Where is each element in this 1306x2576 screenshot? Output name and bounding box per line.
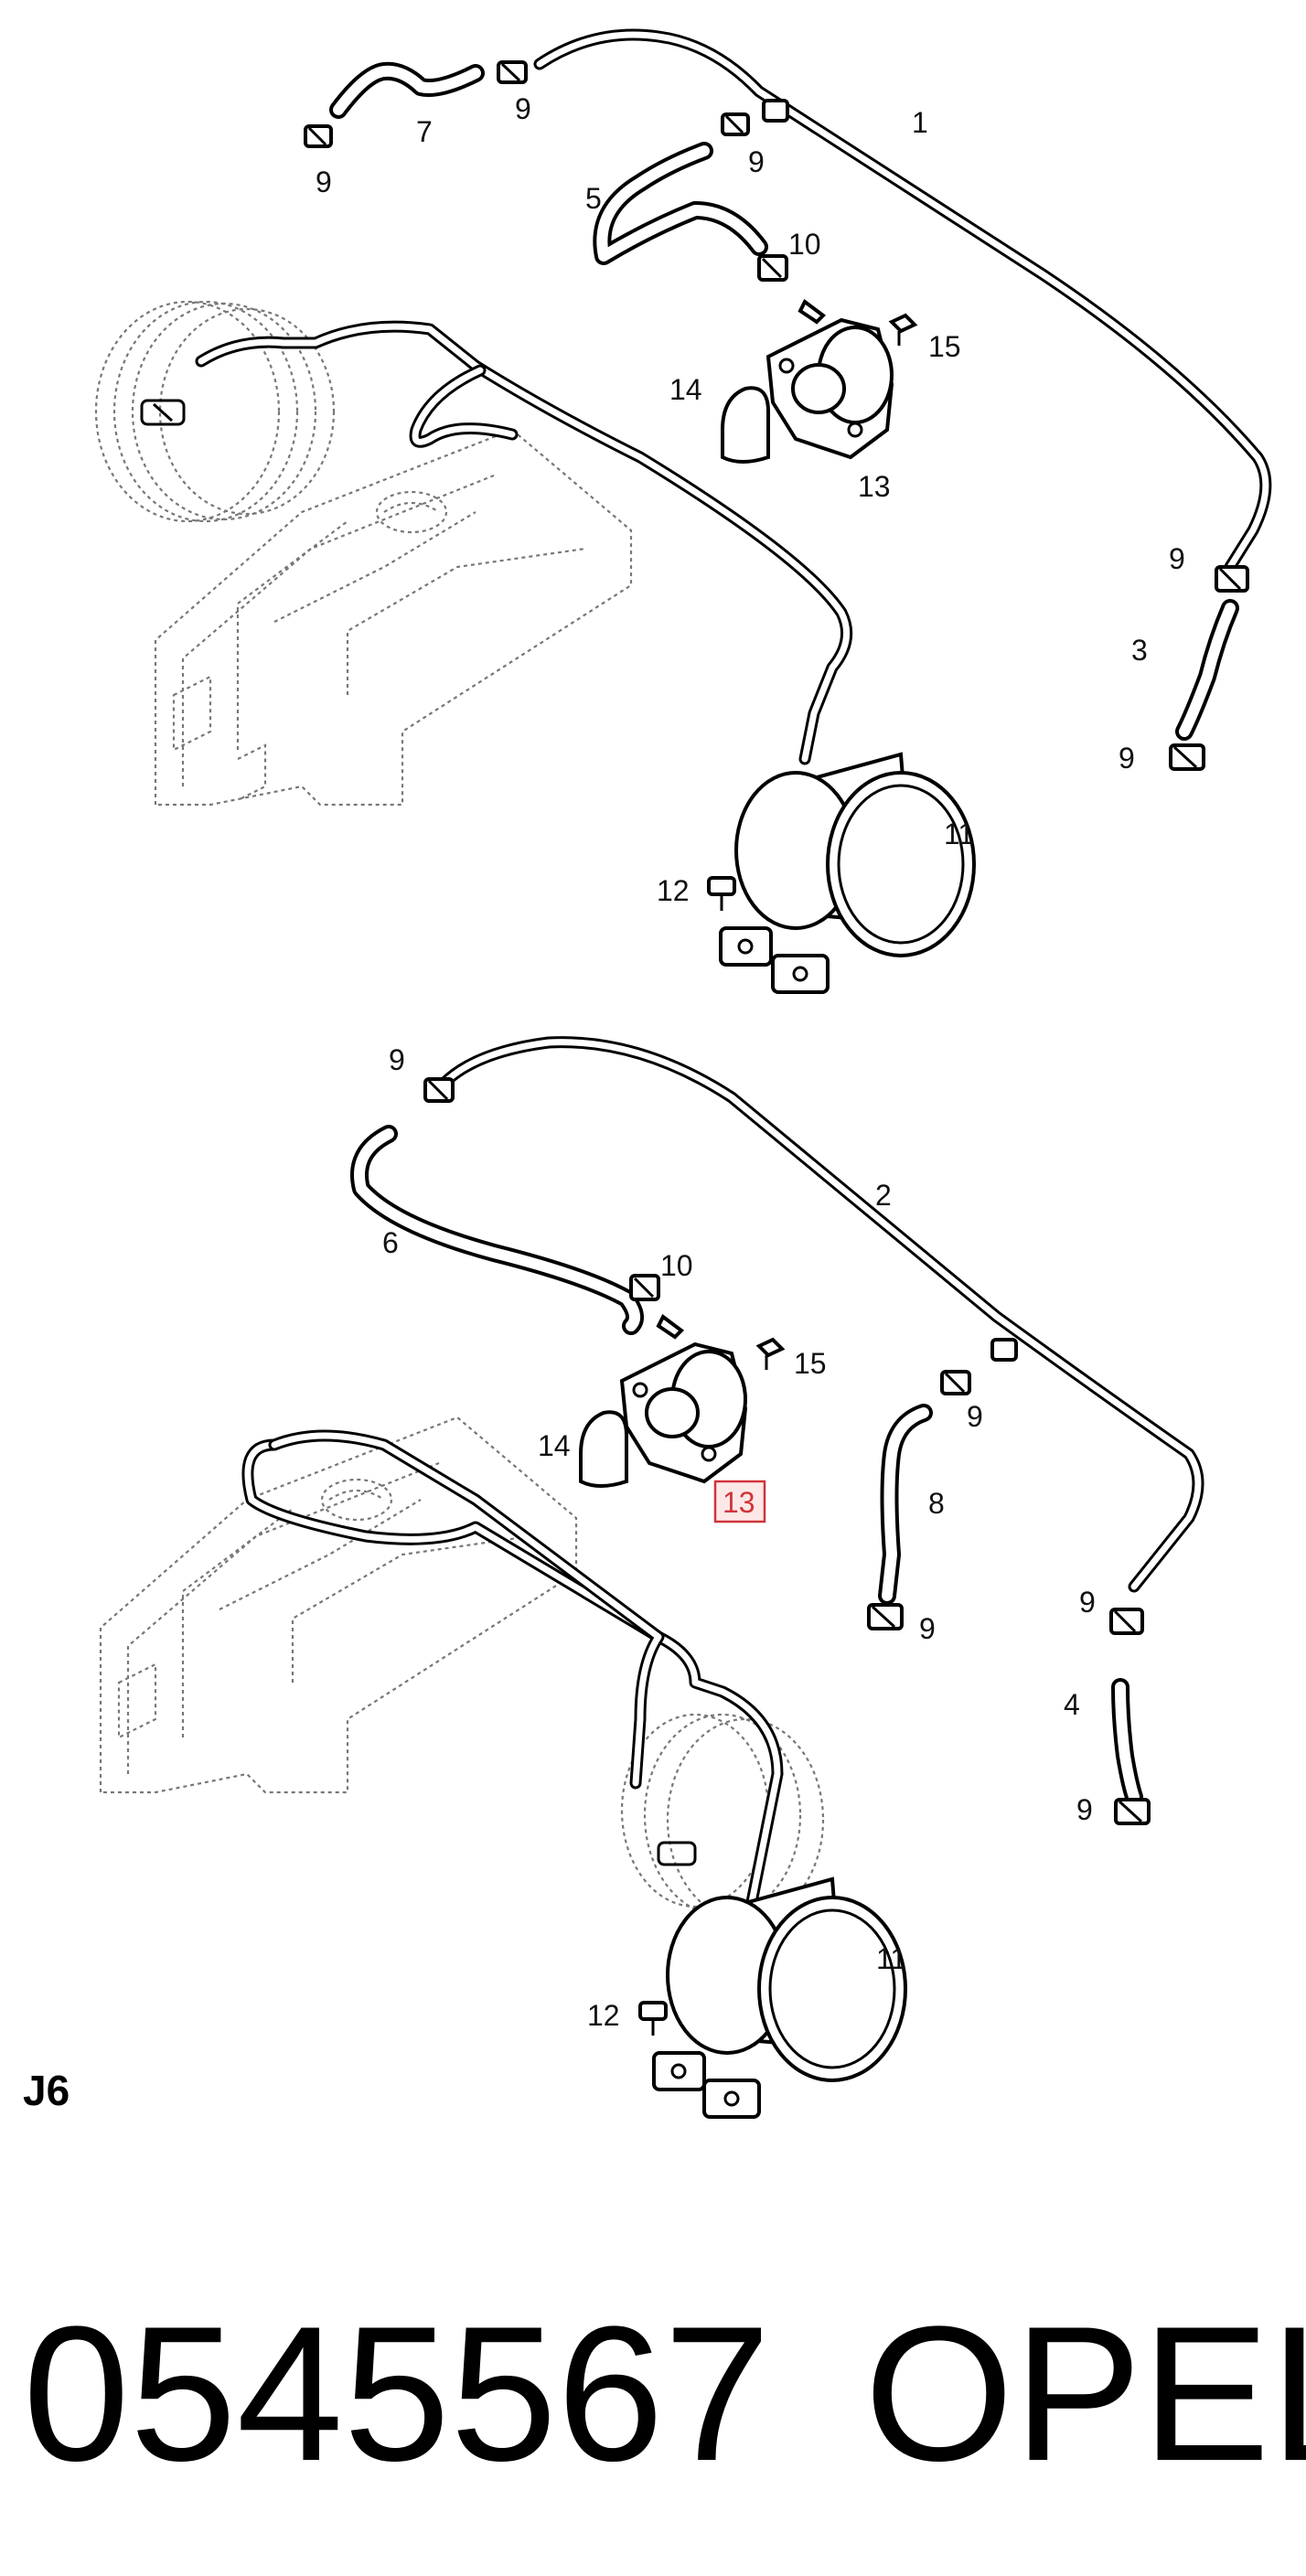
clamp-bottom-c bbox=[867, 1603, 904, 1630]
brake-booster-top bbox=[94, 300, 336, 523]
clamp-10-bottom bbox=[629, 1274, 660, 1301]
callout-9-bottom-a[interactable]: 9 bbox=[389, 1043, 405, 1076]
callout-9-bottom-e[interactable]: 9 bbox=[1076, 1793, 1093, 1826]
callout-3[interactable]: 3 bbox=[1131, 634, 1148, 667]
callout-9-top-b[interactable]: 9 bbox=[515, 92, 531, 125]
clamp-top-c bbox=[721, 112, 750, 136]
callout-9-top-a[interactable]: 9 bbox=[316, 166, 332, 198]
callout-10[interactable]: 10 bbox=[788, 228, 821, 261]
clamp-bottom-a bbox=[423, 1077, 455, 1103]
clamp-bottom-d bbox=[1109, 1608, 1144, 1635]
callout-14[interactable]: 14 bbox=[669, 373, 702, 406]
clamp-top-a bbox=[304, 124, 333, 148]
clamp-top-e bbox=[1169, 743, 1205, 771]
callout-9-top-d[interactable]: 9 bbox=[1169, 542, 1185, 575]
callout-4[interactable]: 4 bbox=[1064, 1688, 1080, 1721]
vacuum-pump-bottom bbox=[619, 1313, 748, 1484]
screw-12-top bbox=[707, 876, 736, 911]
vacuum-pump-top bbox=[765, 298, 894, 460]
callout-14-bottom[interactable]: 14 bbox=[538, 1429, 571, 1462]
callout-15-bottom[interactable]: 15 bbox=[794, 1347, 827, 1380]
callout-12[interactable]: 12 bbox=[657, 874, 690, 907]
clamp-bottom-b bbox=[940, 1370, 971, 1395]
callout-13-highlighted[interactable]: 13 bbox=[723, 1486, 755, 1519]
highlight-box-13 bbox=[713, 1480, 766, 1523]
clamp-10-top bbox=[757, 254, 788, 282]
clamp-top-d bbox=[1215, 565, 1249, 593]
bottom-assembly: 2 4 6 8 9 9 9 9 9 10 11 12 13 14 15 bbox=[99, 1036, 1204, 2119]
gasket-bottom bbox=[579, 1410, 628, 1488]
callout-9-bottom-d[interactable]: 9 bbox=[1079, 1586, 1096, 1619]
top-assembly: 1 3 5 7 9 9 9 9 9 10 11 12 13 14 15 bbox=[94, 28, 1272, 994]
engine-block-top bbox=[154, 428, 633, 807]
gasket-top bbox=[721, 386, 770, 464]
callout-15[interactable]: 15 bbox=[928, 330, 961, 363]
screw-12-bottom bbox=[638, 2001, 668, 2036]
callout-9-top-c[interactable]: 9 bbox=[748, 145, 765, 178]
callout-9-bottom-c[interactable]: 9 bbox=[919, 1612, 936, 1645]
clamp-bottom-f bbox=[990, 1338, 1018, 1362]
callout-9-top-e[interactable]: 9 bbox=[1119, 742, 1135, 775]
clamp-top-b bbox=[497, 60, 528, 84]
page-code: J6 bbox=[23, 2067, 70, 2114]
clamp-top-f bbox=[762, 99, 789, 123]
screw-15-bottom bbox=[755, 1337, 786, 1370]
callout-8[interactable]: 8 bbox=[928, 1487, 945, 1520]
callout-6[interactable]: 6 bbox=[382, 1226, 399, 1259]
engine-block-bottom bbox=[99, 1416, 578, 1794]
callout-1[interactable]: 1 bbox=[912, 106, 928, 139]
callout-11[interactable]: 11 bbox=[944, 818, 974, 850]
callout-2[interactable]: 2 bbox=[875, 1179, 892, 1212]
callout-13[interactable]: 13 bbox=[858, 470, 891, 503]
reservoir-bottom bbox=[652, 1876, 907, 2119]
callout-11-bottom[interactable]: 11 bbox=[876, 1942, 906, 1975]
footer-brand: OPEL bbox=[864, 2286, 1306, 2501]
clamp-bottom-e bbox=[1114, 1798, 1151, 1825]
footer-part-number: 0545567 bbox=[23, 2286, 771, 2501]
callout-5[interactable]: 5 bbox=[585, 182, 602, 215]
callout-7[interactable]: 7 bbox=[416, 115, 433, 148]
callout-12-bottom[interactable]: 12 bbox=[587, 1999, 620, 2032]
callout-10-bottom[interactable]: 10 bbox=[660, 1249, 693, 1282]
callout-9-bottom-b[interactable]: 9 bbox=[967, 1400, 983, 1433]
screw-15-top bbox=[888, 313, 918, 346]
reservoir-top bbox=[719, 752, 976, 994]
